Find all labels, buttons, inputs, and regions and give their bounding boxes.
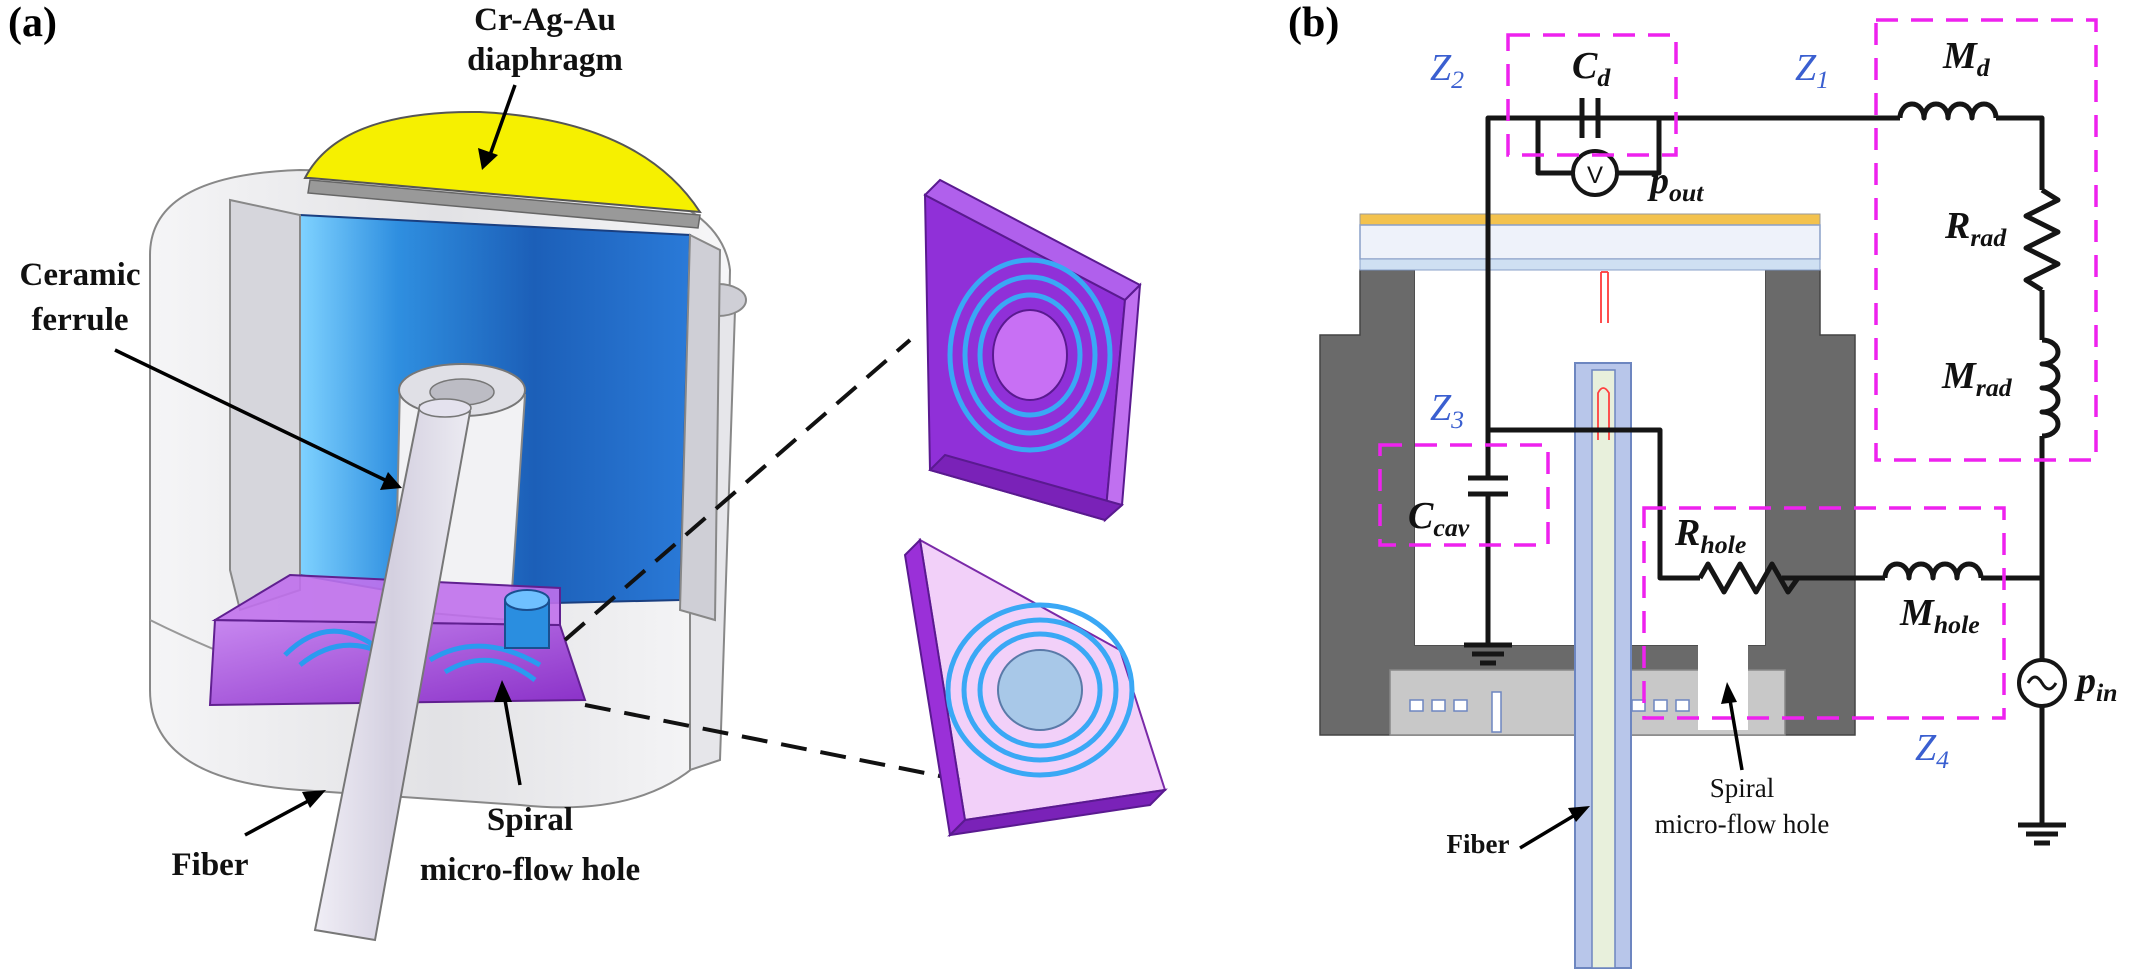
z1-label: Z1 — [1795, 47, 1829, 94]
z1-box — [1874, 18, 2098, 462]
panel-a-label: (a) — [8, 0, 57, 46]
panel-b-label: (b) — [1288, 0, 1339, 46]
spiral-label-a-line1: Spiral — [487, 802, 573, 838]
zoom-line-upper — [563, 338, 912, 642]
md-label: Md — [1942, 35, 1991, 82]
diaphragm-label-line2: diaphragm — [467, 42, 623, 78]
rhole-label: Rhole — [1674, 512, 1746, 559]
diaphragm-label-line1: Cr-Ag-Au — [474, 2, 616, 38]
ferrule-label-line1: Ceramic — [20, 257, 141, 293]
sensor-cross-section — [1319, 213, 1856, 969]
cd-label: Cd — [1572, 45, 1611, 92]
z4-label: Z4 — [1915, 727, 1949, 774]
fiber-arrow-b — [1519, 806, 1590, 850]
left-cut-wall — [229, 198, 301, 612]
spiral-arrow-a — [494, 680, 522, 786]
ferrule-label-line2: ferrule — [31, 302, 128, 338]
zoom-line-lower — [584, 703, 961, 782]
fiber-tip — [418, 398, 472, 418]
pout-label: pout — [1647, 160, 1704, 207]
rrad-label: Rrad — [1944, 205, 2007, 252]
laser-beam — [1600, 271, 1609, 323]
spiral-label-b-line2: micro-flow hole — [1655, 809, 1830, 839]
outlet-pipe-top — [504, 589, 550, 611]
z4-box — [1642, 506, 2006, 720]
sensor-3d-model — [149, 110, 747, 942]
voltmeter-circle — [1571, 149, 1619, 197]
fiber-core — [1591, 369, 1616, 969]
diaphragm-layer-light — [1359, 224, 1821, 260]
spiral-plate-zoom-top — [923, 178, 1142, 523]
spiral-plate-zoom-bottom — [903, 537, 1168, 838]
voltmeter-symbol: V — [1587, 162, 1603, 189]
fiber-tip-red — [1597, 387, 1610, 440]
diaphragm-arrow — [478, 84, 517, 170]
diaphragm-layer-blue — [1359, 258, 1821, 271]
circuit-wires — [1464, 98, 2067, 846]
spiral-holes-left — [1409, 691, 1502, 733]
z3-label: Z3 — [1430, 387, 1464, 434]
ferrule-arrow — [114, 348, 402, 490]
mhole-label: Mhole — [1899, 592, 1980, 639]
ccav-label: Ccav — [1408, 495, 1470, 542]
spiral-arrow-b — [1721, 682, 1744, 771]
spiral-label-b-line1: Spiral — [1710, 773, 1775, 803]
z2-box — [1506, 33, 1678, 157]
mrad-label: Mrad — [1941, 355, 2013, 402]
right-cut-wall — [678, 233, 722, 622]
spiral-holes-right — [1631, 699, 1690, 712]
pin-label: pin — [2074, 660, 2118, 707]
micro-flow-hole-gap — [1698, 615, 1748, 730]
z2-label: Z2 — [1430, 47, 1464, 94]
diaphragm-layer-yellow — [1359, 213, 1821, 226]
spiral-coils-small — [283, 628, 542, 682]
fiber-label-b: Fiber — [1447, 829, 1510, 859]
diaphragm-gray-layer — [307, 179, 701, 229]
z3-box — [1378, 443, 1550, 547]
yellow-diaphragm — [303, 110, 702, 214]
fiber-arrow-a — [244, 790, 326, 837]
spiral-label-a-line2: micro-flow hole — [420, 852, 640, 888]
fiber-label-a: Fiber — [172, 847, 249, 883]
